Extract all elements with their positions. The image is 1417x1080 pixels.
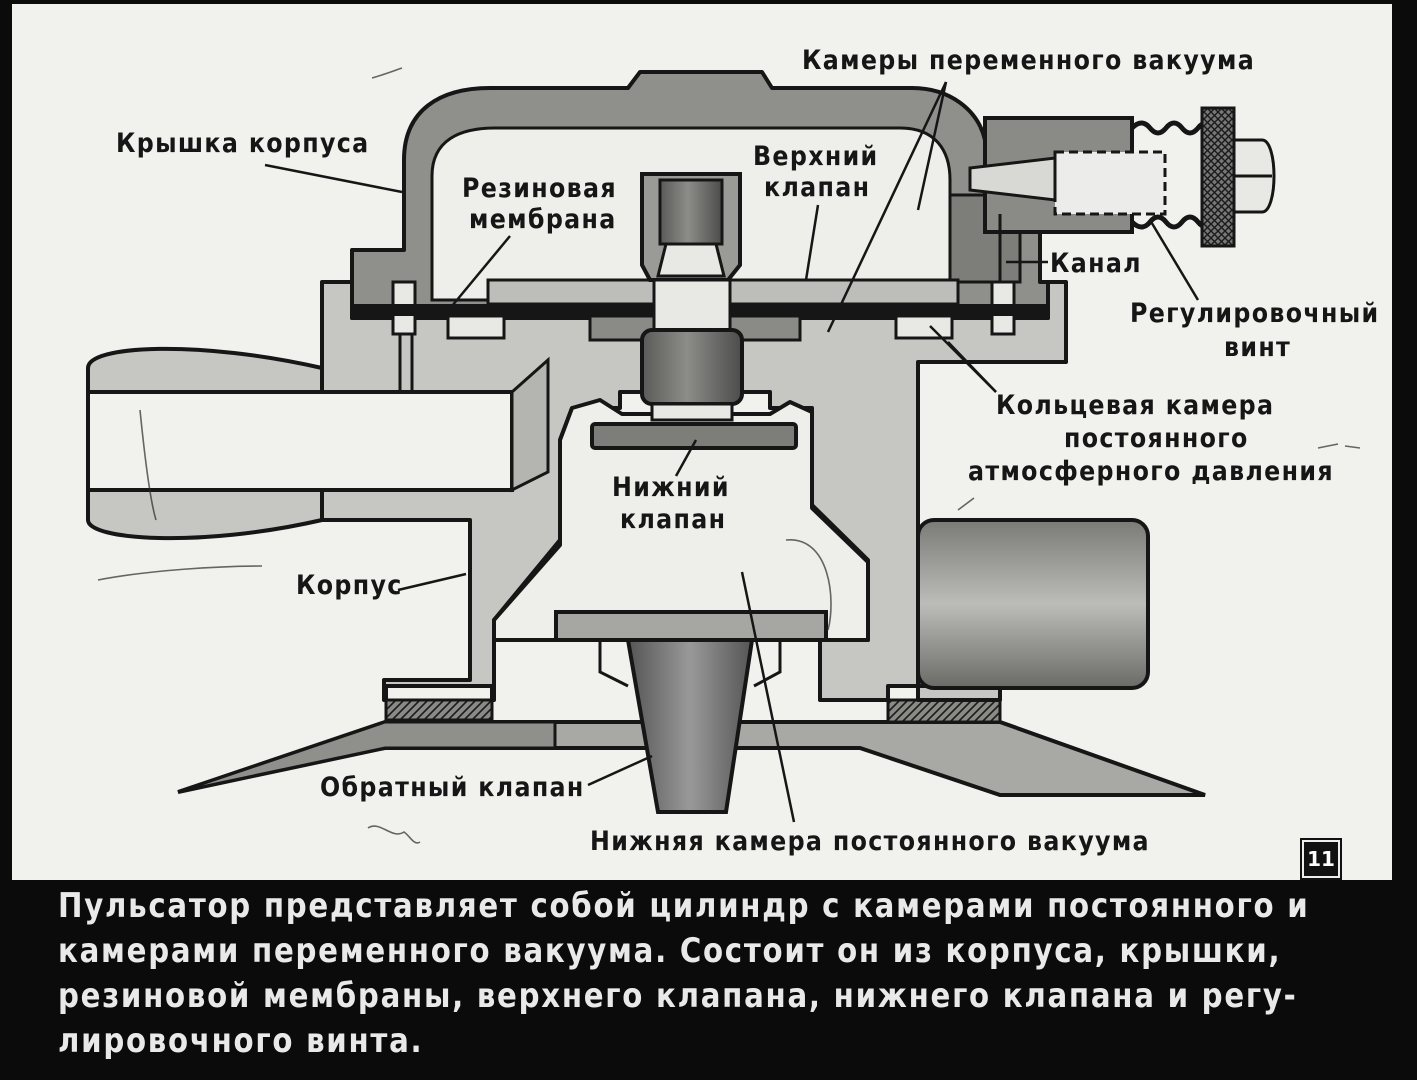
check-valve [554,610,828,814]
label-lower-valve-line2: клапан [620,504,727,535]
pulsator-cross-section-diagram [86,67,1361,844]
label-lower-valve-line1: Нижний [612,472,730,503]
upper-valve-stem [640,172,744,422]
label-rubber-membrane-line2: мембрана [469,204,617,235]
caption-line-4: лировочного винта. [58,1021,424,1061]
label-channel: Канал [1050,248,1142,279]
inner-chamber [492,398,870,642]
side-inlet-tube [86,320,550,541]
label-adjusting-screw-line2: винт [1224,332,1292,363]
caption-line-1: Пульсатор представляет собой цилиндр с к… [58,886,1310,926]
label-housing-cover: Крышка корпуса [116,128,370,159]
label-upper-valve-line1: Верхний [753,141,879,172]
label-housing: Корпус [296,570,403,601]
label-annular-chamber-line3: атмосферного давления [968,456,1334,487]
adjusting-screw-assembly [391,106,1276,336]
lower-valve-disc [590,422,798,450]
label-annular-chamber-line2: постоянного [1064,423,1249,454]
base-plate [177,720,1206,797]
gasket-left [384,698,494,722]
slide-number-badge: 11 [1302,840,1340,878]
leader-lines [264,81,1200,823]
label-upper-valve-line2: клапан [764,172,871,203]
slide-caption: Пульсатор представляет собой цилиндр с к… [58,884,1358,1064]
caption-line-2: камерами переменного вакуума. Состоит он… [58,931,1282,971]
right-side-cylinder [916,518,1150,690]
label-adjusting-screw-line1: Регулировочный [1130,298,1380,329]
label-annular-chamber-line1: Кольцевая камера [996,390,1275,421]
gasket-right [886,698,1002,724]
film-scratches [97,67,1361,844]
label-rubber-membrane-line1: Резиновая [462,173,617,204]
caption-line-3: резиновой мембраны, верхнего клапана, ни… [58,976,1298,1016]
label-variable-vacuum-chambers: Камеры переменного вакуума [802,45,1256,76]
label-lower-constant-vacuum-chamber: Нижняя камера постоянного вакуума [590,826,1150,857]
label-check-valve: Обратный клапан [320,772,585,803]
